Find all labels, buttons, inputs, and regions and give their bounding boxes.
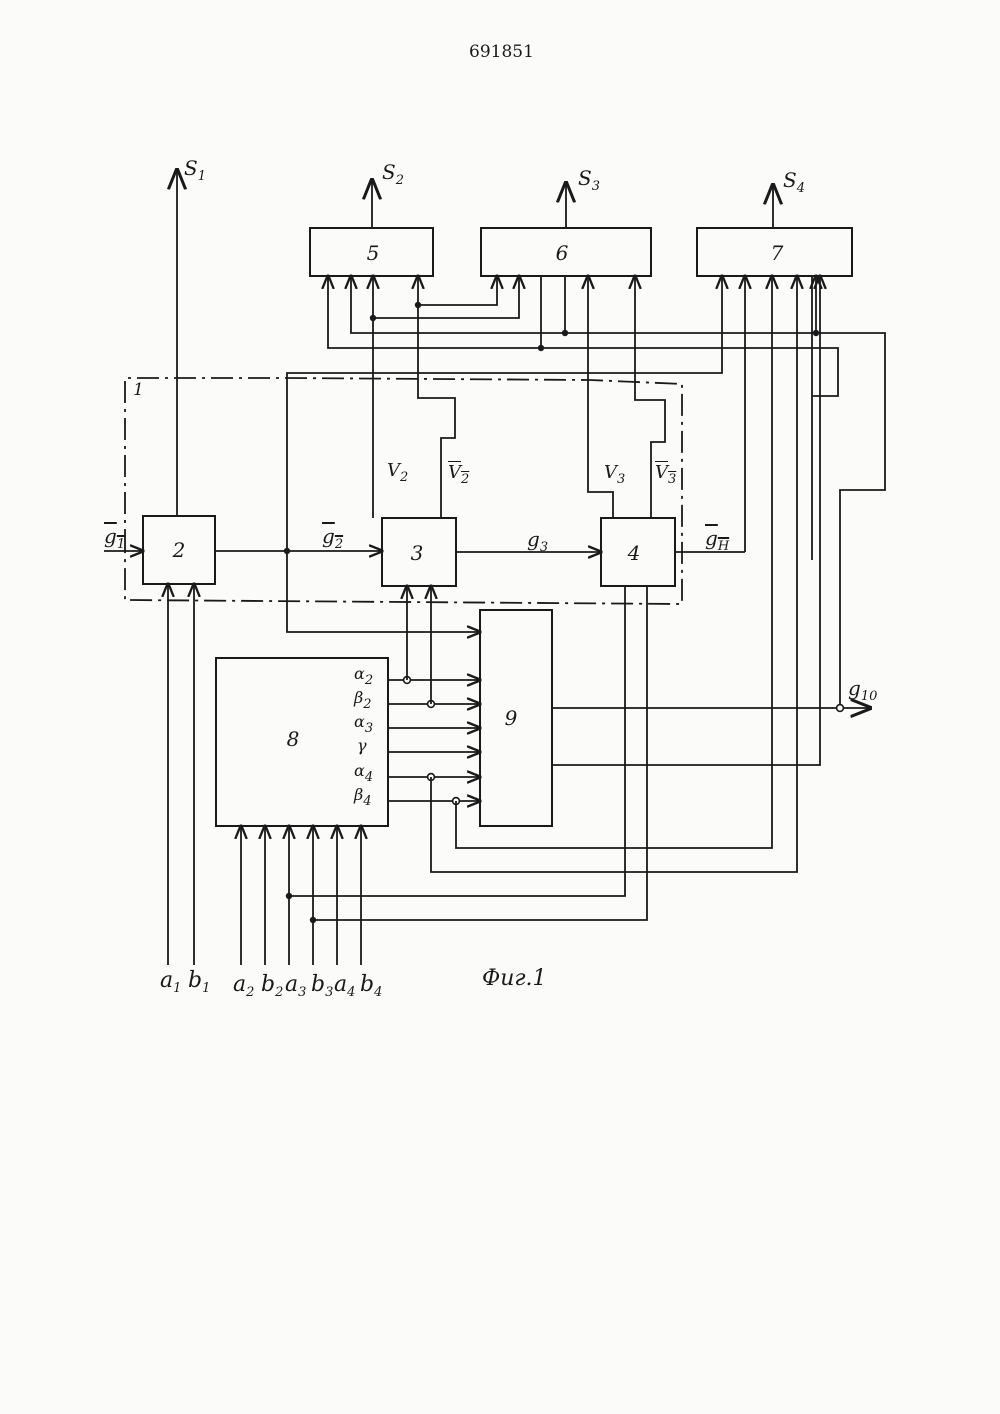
block8-out-alpha3: α3 — [354, 712, 373, 736]
block-6-label: 6 — [555, 241, 569, 265]
bus-a — [328, 276, 541, 348]
g3-label: g3 — [527, 527, 548, 555]
s4-label: S4 — [783, 168, 805, 196]
block8-out-alpha2: α2 — [354, 664, 373, 688]
input-b2-label: b2 — [261, 972, 283, 1000]
block-3-label: 3 — [410, 541, 424, 565]
gH-label: gH — [705, 526, 729, 554]
block-9-label: 9 — [504, 706, 518, 730]
v3-label: V3 — [604, 462, 625, 487]
block-5-label: 5 — [366, 241, 380, 265]
s1-label: S1 — [184, 156, 206, 184]
input-a4-label: a4 — [334, 972, 355, 1000]
v2bar-label: V2 — [448, 462, 469, 487]
bus-b-right — [565, 333, 885, 708]
g2-label: g2 — [322, 524, 343, 552]
block-7-label: 7 — [770, 241, 784, 265]
block-2-label: 2 — [172, 538, 186, 562]
s3-label: S3 — [578, 166, 600, 194]
g2-branch — [287, 551, 480, 632]
bus-a-right — [541, 276, 838, 560]
input-a1-label: a1 — [160, 968, 181, 996]
input-b1-label: b1 — [188, 968, 210, 996]
g1-label: g1 — [104, 524, 125, 552]
figure-caption: Фиг.1 — [482, 966, 547, 991]
v3bar-label: V3 — [655, 462, 676, 487]
input-b3-label: b3 — [311, 972, 333, 1000]
control-line-1-label: 1 — [133, 380, 144, 400]
block8-out-beta4: β4 — [354, 785, 372, 809]
block9-out2 — [552, 276, 820, 765]
s2-label: S2 — [382, 160, 404, 188]
block-8-label: 8 — [286, 727, 300, 751]
v2-label: V2 — [387, 460, 408, 485]
g10-label: g10 — [848, 676, 877, 704]
control-line-1-top — [125, 378, 285, 551]
block8-out-beta2: β2 — [354, 688, 372, 712]
input-a2-label: a2 — [233, 972, 254, 1000]
input-b4-label: b4 — [360, 972, 382, 1000]
v2bar-to-block6 — [418, 276, 497, 305]
junction-g10 — [837, 705, 844, 712]
block-4-label: 4 — [627, 541, 641, 565]
control-line-1-right — [125, 378, 682, 604]
alpha4-loop — [431, 276, 797, 872]
input-a3-label: a3 — [285, 972, 306, 1000]
block8-out-gamma: γ — [357, 736, 367, 760]
block8-out-alpha4: α4 — [354, 761, 373, 785]
beta4-loop — [456, 276, 772, 848]
